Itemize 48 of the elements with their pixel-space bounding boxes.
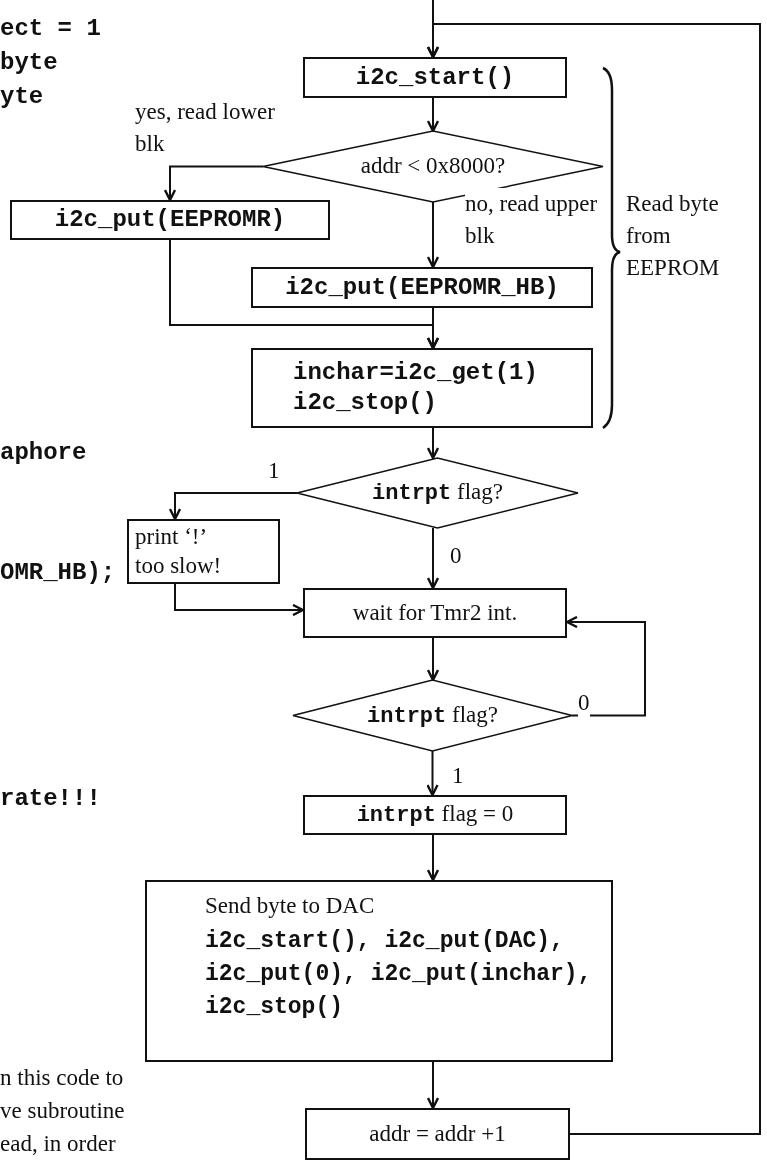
arrow xyxy=(426,1061,440,1110)
arrow xyxy=(426,23,761,1135)
condition-text: intrpt flag? xyxy=(367,700,498,731)
arrow xyxy=(426,427,440,460)
condition-text: addr < 0x8000? xyxy=(360,152,506,181)
process-box xyxy=(303,57,567,98)
arrow xyxy=(174,583,305,617)
arrow xyxy=(168,492,298,521)
process-box xyxy=(303,588,567,638)
decision-diamond xyxy=(293,680,572,751)
process-text: print ‘!’ too slow! xyxy=(135,522,223,580)
condition-text: intrpt flag? xyxy=(372,478,503,508)
code-text: rate!!! xyxy=(0,784,101,814)
code-text: aphore xyxy=(0,438,87,468)
note-text: ve subroutine xyxy=(0,1097,125,1125)
arrow xyxy=(426,201,440,269)
code-text: byte xyxy=(0,48,58,78)
code-text: i2c_start() xyxy=(355,62,515,93)
arrow xyxy=(163,165,264,202)
process-text: wait for Tmr2 int. xyxy=(352,598,518,627)
process-box xyxy=(145,880,613,1062)
arrow xyxy=(426,307,440,350)
arrow xyxy=(426,637,440,682)
code-text: ect = 1 xyxy=(0,14,101,44)
bracket-label: Read byte from EEPROM xyxy=(626,190,721,283)
note-text: ead, in order xyxy=(0,1130,116,1158)
process-text: intrpt flag = 0 xyxy=(356,800,514,830)
arrow xyxy=(426,527,440,590)
decision-diamond xyxy=(297,458,578,528)
code-text: i2c_start(), i2c_put(DAC), i2c_put(0), i2c_put(inchar), i2c_stop() xyxy=(205,926,593,1023)
code-text: i2c_put(EEPROMR) xyxy=(54,205,286,235)
arrow xyxy=(426,750,439,797)
process-box xyxy=(251,267,593,308)
process-box xyxy=(305,1108,570,1160)
code-text: i2c_put(EEPROMR_HB) xyxy=(285,272,559,303)
code-text: yte xyxy=(0,82,44,112)
process-box xyxy=(251,348,593,428)
code-text: inchar=i2c_get(1) xyxy=(293,358,538,388)
arrow xyxy=(426,97,440,133)
process-text: addr = addr +1 xyxy=(369,1119,506,1148)
code-text: i2c_stop() xyxy=(293,388,438,418)
process-box xyxy=(127,519,280,584)
code-text: OMR_HB); xyxy=(0,558,116,588)
process-text: Send byte to DAC xyxy=(205,892,375,920)
process-box xyxy=(10,200,330,240)
process-box xyxy=(303,795,567,835)
arrow xyxy=(426,834,440,882)
note-text: n this code to xyxy=(0,1064,124,1092)
